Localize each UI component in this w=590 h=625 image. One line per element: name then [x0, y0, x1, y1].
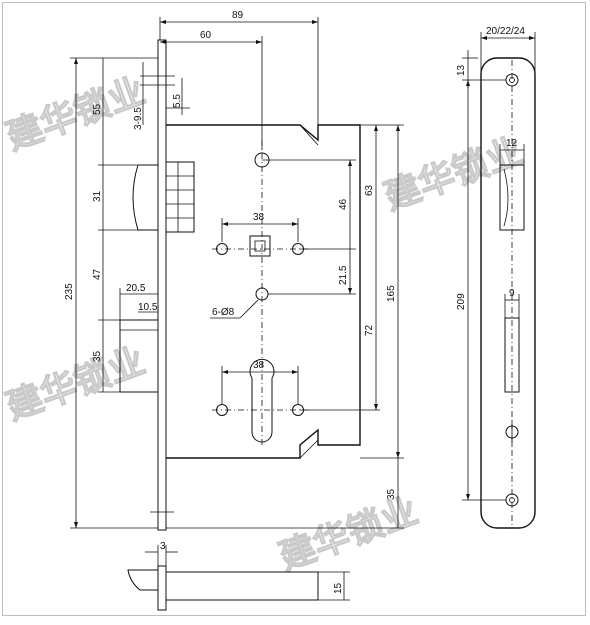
latch-curve — [503, 168, 509, 227]
dim-label: 47 — [92, 268, 103, 280]
faceplate-outline — [480, 57, 536, 529]
arrowhead — [481, 36, 535, 40]
euro-cylinder-cutout — [249, 358, 275, 443]
dim-label: 20/22/24 — [486, 26, 525, 37]
dim-label: 209 — [456, 293, 467, 310]
dim-label: 6-Ø8 — [212, 307, 235, 318]
dim-label: 72 — [364, 324, 375, 336]
dim-label: 9 — [509, 288, 515, 299]
dim-label: 13 — [456, 64, 467, 76]
watermark-text: 建华锁业 — [1, 340, 151, 429]
dim-label: 38 — [253, 360, 265, 371]
dim-label: 55 — [92, 103, 103, 115]
leader-line-6-8 — [239, 299, 259, 319]
dim-label: 38 — [253, 212, 265, 223]
dim-label: 20.5 — [126, 283, 146, 294]
case-chamfer-bottom — [299, 439, 319, 459]
arrowheads — [74, 20, 535, 528]
faceplate-strip — [157, 39, 167, 531]
dim-label: 60 — [200, 30, 212, 41]
bottom-view: 3 15 — [127, 541, 350, 611]
dim-label: 3-9.5 — [133, 107, 144, 130]
dim-label: 63 — [364, 184, 375, 196]
dim-label: 235 — [64, 283, 75, 300]
dim-label: 10.5 — [138, 302, 158, 313]
dim-label: 35 — [92, 350, 103, 362]
latch-bolt — [132, 164, 159, 231]
dim-label: 35 — [386, 488, 397, 500]
lock-body — [119, 39, 361, 531]
dimension-lines — [70, 17, 404, 529]
dim-label: 12 — [506, 138, 518, 149]
deadbolt-opening — [504, 317, 520, 393]
case-chamfer-top — [299, 124, 319, 146]
watermark-text: 建华锁业 — [1, 70, 151, 159]
bottom-bolt-profile — [127, 569, 159, 591]
dim-label: 89 — [232, 10, 244, 21]
spindle-inner — [254, 240, 266, 252]
latch-housing — [165, 161, 195, 233]
dim-label: 15 — [333, 582, 344, 594]
dim-label: 3 — [160, 541, 166, 552]
bottom-case — [165, 571, 319, 601]
dimension-labels: 89 60 55 3-9.5 5.5 31 47 20.5 10.5 35 23… — [64, 10, 397, 500]
watermark-text: 建华锁业 — [274, 490, 424, 579]
dim-label: 5.5 — [172, 94, 183, 108]
faceplate-front-view: 20/22/24 13 12 209 9 — [456, 26, 536, 529]
dim-label: 31 — [92, 190, 103, 202]
dead-bolt — [119, 319, 159, 393]
bottom-faceplate — [157, 565, 167, 611]
dim-label: 21.5 — [338, 265, 349, 285]
spindle-square — [249, 235, 271, 257]
watermark-group: 建华锁业 建华锁业 建华锁业 建华锁业 — [0, 69, 529, 579]
dim-label: 46 — [338, 198, 349, 210]
lock-case-outline — [166, 124, 361, 459]
dim-label: 165 — [386, 285, 397, 302]
